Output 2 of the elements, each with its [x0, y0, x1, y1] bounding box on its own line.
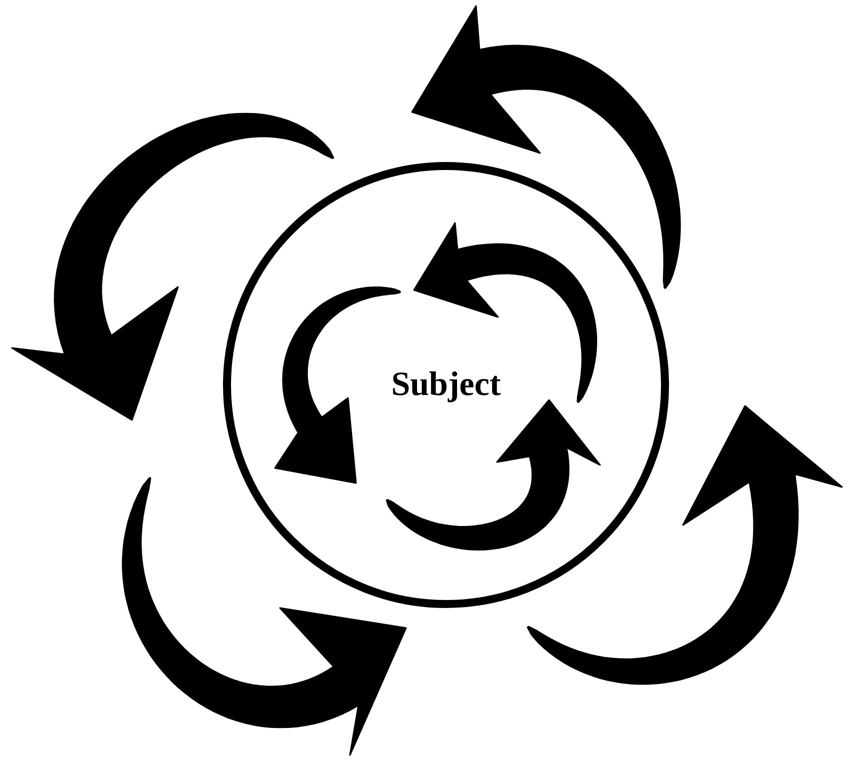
node-label: Subject [391, 366, 501, 404]
central-circle [223, 162, 669, 608]
